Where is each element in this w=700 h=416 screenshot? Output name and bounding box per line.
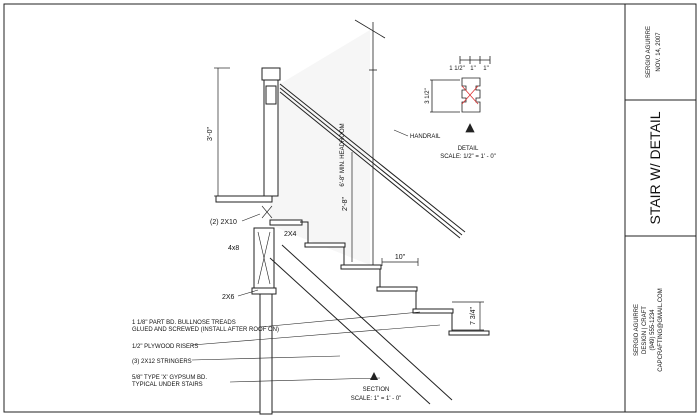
note-risers: 1/2" PLYWOOD RISERS: [132, 344, 198, 350]
newel-post: [261, 67, 281, 197]
section-title: SECTION: [363, 387, 390, 393]
contact-name: SERGIO AGUIRRE: [634, 304, 640, 356]
drawing-date: NOV. 14, 2007: [656, 32, 662, 72]
note-gypsum-2: TYPICAL UNDER STAIRS: [132, 382, 203, 388]
detail-width-1: 1 1/2": [449, 66, 464, 72]
contact-company: DESIGN | CRAFT: [642, 306, 648, 354]
note-treads-2: GLUED AND SCREWED (INSTALL AFTER ROOF ON…: [132, 327, 279, 333]
note-gypsum-1: 5/8" TYPE 'X' GYPSUM BD.: [132, 375, 207, 381]
rail-height-text: 2'-8": [342, 197, 349, 211]
notes: 1 1/8" PART BD. BULLNOSE TREADS GLUED AN…: [132, 311, 441, 388]
note-treads-1: 1 1/8" PART BD. BULLNOSE TREADS: [132, 320, 236, 326]
detail-width-2: 1": [470, 66, 475, 72]
handrail-label: HANDRAIL: [410, 134, 441, 140]
headroom-line: [354, 19, 386, 265]
two-x-six-label: 2X6: [222, 294, 235, 301]
sheet-title: STAIR W/ DETAIL: [647, 111, 663, 224]
tread-depth-dim: [381, 258, 419, 266]
min-headroom-label: 6'-8" MIN. HEADROOM: [340, 123, 346, 186]
handrail-detail: [430, 56, 491, 133]
riser-height-dim: [452, 301, 484, 331]
stair-steps: [269, 221, 490, 405]
section-scale: SCALE: 1" = 1' - 0": [351, 396, 402, 402]
author-name: SERGIO AGUIRRE: [646, 26, 652, 78]
contact-email: CAPCRAFTING@GMAIL.COM: [658, 288, 664, 371]
sheet-border: [3, 3, 697, 413]
note-stringers: (3) 2X12 STRINGERS: [132, 359, 192, 365]
detail-title: DETAIL: [458, 146, 479, 152]
detail-height-text: 3 1/2": [425, 88, 431, 103]
section-marker: [370, 372, 378, 380]
two-x-four-label: 2X4: [284, 231, 297, 238]
tread-depth-text: 10": [395, 254, 406, 261]
riser-height-text: 7 3/4": [470, 306, 477, 325]
contact-phone: (949) 555-1234: [650, 309, 656, 351]
newel-height-text: 3'-0": [207, 127, 214, 141]
four-x-eight-label: 4x8: [228, 245, 239, 252]
detail-scale: SCALE: 1/2" = 1' - 0": [440, 154, 496, 160]
newel-height-dim: [214, 67, 230, 197]
landing: [215, 195, 303, 415]
wall-hatch: [270, 30, 370, 265]
detail-width-3: 1": [483, 66, 488, 72]
title-block: SERGIO AGUIRRE NOV. 14, 2007 STAIR W/ DE…: [624, 4, 696, 412]
handrail: [279, 83, 466, 239]
two-x-ten-label: (2) 2X10: [210, 219, 237, 226]
